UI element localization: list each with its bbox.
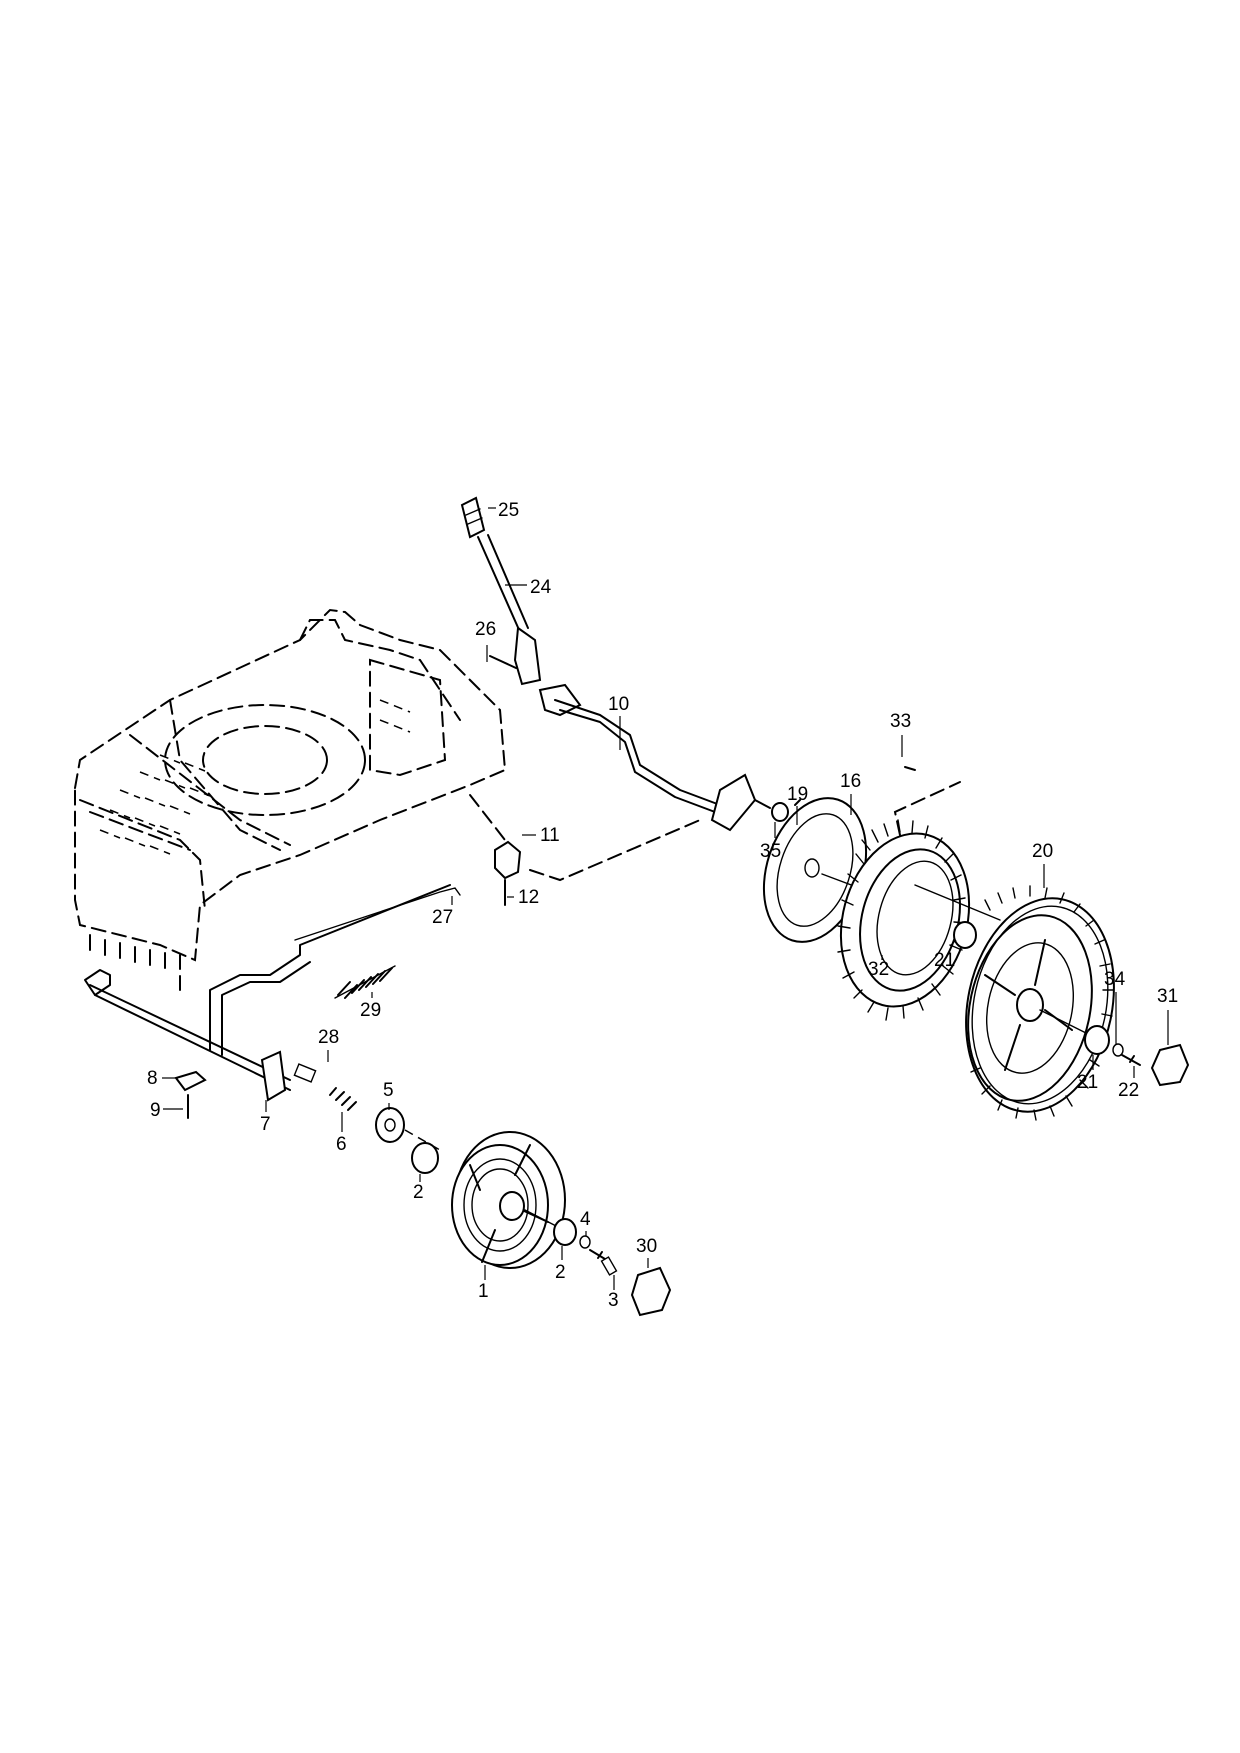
callout-19: 19 [787, 784, 808, 805]
callout-27: 27 [432, 907, 453, 928]
callout-32: 32 [868, 959, 889, 980]
callout-8: 8 [147, 1068, 158, 1089]
callout-9: 9 [150, 1100, 161, 1121]
rear-wheel-assembly [762, 797, 1190, 1121]
callout-5: 5 [383, 1080, 394, 1101]
front-axle-assembly [84, 884, 461, 1119]
callout-3: 3 [608, 1290, 619, 1311]
callout-7: 7 [260, 1114, 271, 1135]
callout-2-left: 2 [413, 1182, 424, 1203]
callout-31: 31 [1157, 986, 1178, 1007]
callout-21-lower: 21 [1077, 1072, 1098, 1093]
mower-deck-outline [74, 608, 507, 991]
rear-axle-assembly [469, 683, 961, 906]
callout-22: 22 [1118, 1080, 1139, 1101]
callout-28: 28 [318, 1027, 339, 1048]
callout-10: 10 [608, 694, 629, 715]
callout-35: 35 [760, 841, 781, 862]
front-wheel-assembly [329, 1087, 672, 1317]
callout-21-upper: 21 [934, 950, 955, 971]
callout-12: 12 [518, 887, 539, 908]
callout-16: 16 [840, 771, 861, 792]
callout-1: 1 [478, 1281, 489, 1302]
callout-30: 30 [636, 1236, 657, 1257]
callout-labels: 25 24 26 10 33 16 19 35 11 12 27 20 21 3… [147, 500, 1178, 1311]
callout-29: 29 [360, 1000, 381, 1021]
callout-4: 4 [580, 1209, 591, 1230]
callout-2-right: 2 [555, 1262, 566, 1283]
callout-25: 25 [498, 500, 519, 521]
callout-26: 26 [475, 619, 496, 640]
callout-34: 34 [1104, 969, 1126, 990]
height-adjust-lever [460, 496, 542, 686]
callout-20: 20 [1032, 841, 1053, 862]
callout-24: 24 [530, 577, 552, 598]
callout-11: 11 [540, 825, 560, 846]
callout-6: 6 [336, 1134, 347, 1155]
callout-33: 33 [890, 711, 911, 732]
